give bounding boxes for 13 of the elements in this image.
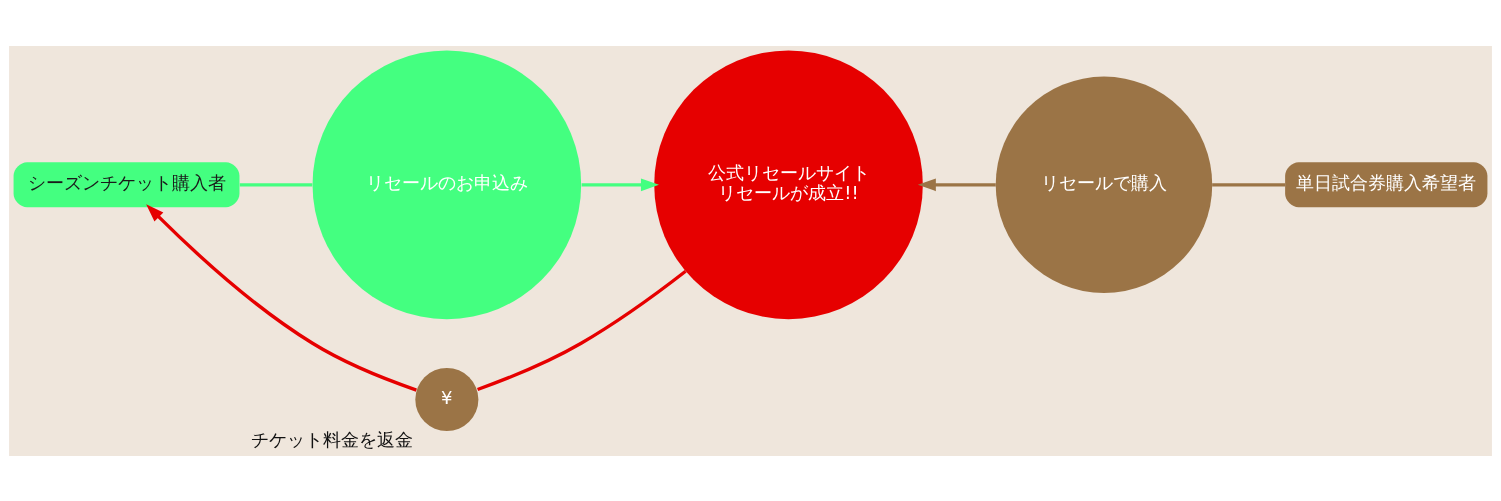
arrow (917, 178, 996, 191)
node-box: 単日試合券購入希望者 (1285, 161, 1488, 207)
node-circle: ¥ (415, 367, 479, 431)
arrow (146, 203, 417, 392)
connector (1212, 182, 1286, 186)
node-box: シーズンチケット購入者 (13, 161, 240, 207)
connector (477, 269, 687, 391)
arrow (581, 178, 659, 191)
node-circle: リセールで購入 (995, 76, 1213, 293)
node-circle: リセールのお申込み (312, 50, 582, 319)
node-circle: 公式リセールサイト リセールが成立!! (654, 50, 923, 319)
connector (239, 182, 313, 186)
node-label: チケット料金を返金 (250, 428, 413, 450)
